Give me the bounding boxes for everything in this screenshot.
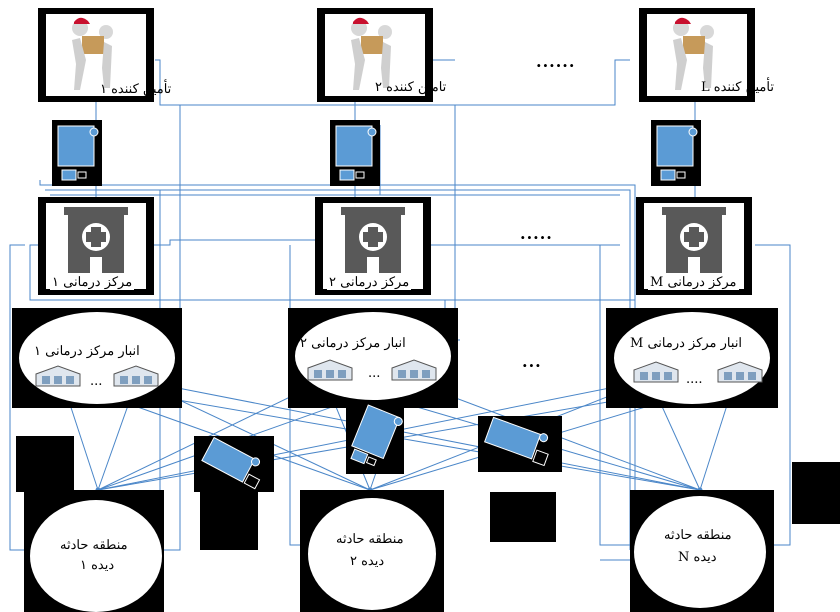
zone-label-line1: منطقه حادثه [664,528,732,543]
helicopter-node-3 [478,416,562,472]
warehouse-icon [391,359,437,381]
mask-block [490,492,556,542]
warehouse-node-1: انبار مرکز درمانی ۱ ... [12,308,182,408]
suppliers-ellipsis: ...... [536,52,576,71]
disaster-zone-node-2: منطقه حادثه دیده ۲ [300,490,444,612]
warehouse-dots: ... [368,366,381,381]
hospital-building-icon [662,207,726,273]
medical-center-node-1: مرکز درمانی ۱ [38,197,154,295]
helicopter-icon [201,436,261,490]
warehouse-icon [633,361,679,383]
truck-icon [57,125,99,181]
delivery-person-icon [647,14,747,96]
warehouse-label: انبار مرکز درمانی M [630,336,743,351]
medical-center-label: مرکز درمانی ۱ [50,275,135,290]
hospital-building-icon [341,207,405,273]
warehouse-node-2: انبار مرکز درمانی ۲ ... [288,308,458,408]
helicopter-node-2 [346,404,404,474]
truck-node-2 [330,120,380,186]
supplier-label: تامین کننده ۲ [375,80,447,95]
truck-node-L [651,120,701,186]
helicopter-icon [483,416,549,467]
warehouse-dots: ... [90,374,103,389]
supplier-label: تأمین کننده L [701,80,774,95]
warehouse-icon [717,361,763,383]
warehouse-label: انبار مرکز درمانی ۱ [34,344,140,359]
zone-label-line1: منطقه حادثه [336,532,404,547]
zone-label-line1: منطقه حادثه [60,538,128,553]
delivery-person-icon [325,14,425,96]
disaster-zone-node-N: منطقه حادثه دیده N [630,490,774,612]
supplier-label: تأمین کننده ۱ [100,82,172,97]
disaster-zone-node-1: منطقه حادثه دیده ۱ [24,490,164,612]
supplier-node-1: تأمین کننده ۱ [38,8,171,102]
zone-label-line2: دیده ۲ [350,554,385,569]
mask-block [792,462,840,524]
warehouse-icon [113,365,159,387]
truck-icon [335,125,377,181]
warehouse-node-M: انبار مرکز درمانی M .... [606,308,778,408]
warehouses-ellipsis: ... [522,352,542,371]
supplier-node-L: تأمین کننده L [639,8,774,102]
supplier-node-2: تامین کننده ۲ [317,8,446,102]
centers-ellipsis: ..... [520,224,553,243]
zone-label-line2: دیده ۱ [80,558,115,573]
warehouse-label: انبار مرکز درمانی ۲ [300,336,406,351]
medical-center-node-M: مرکز درمانی M [636,197,752,295]
medical-center-label: مرکز درمانی ۲ [327,275,412,290]
zone-label-line2: دیده N [678,550,717,565]
warehouse-icon [35,365,81,387]
truck-icon [656,125,698,181]
mask-block [200,492,258,550]
truck-node-1 [52,120,102,186]
delivery-person-icon [46,14,146,96]
warehouse-dots: .... [686,372,703,387]
warehouse-icon [307,359,353,381]
helicopter-icon [350,404,403,467]
medical-center-label: مرکز درمانی M [648,275,739,290]
mask-block [16,436,74,492]
helicopter-node-1 [194,436,274,492]
hospital-building-icon [64,207,128,273]
medical-center-node-2: مرکز درمانی ۲ [315,197,431,295]
